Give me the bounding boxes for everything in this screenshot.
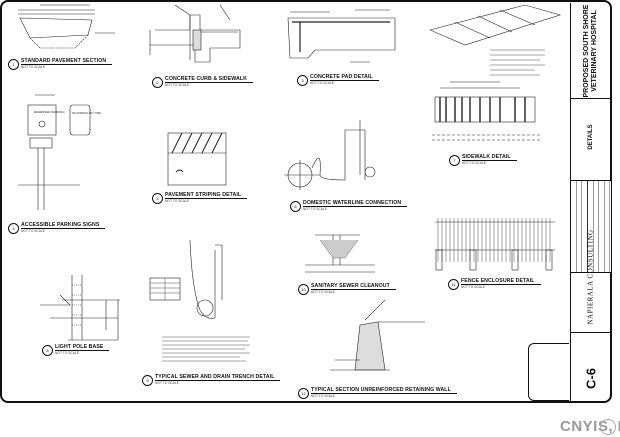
detail-title: CONCRETE CURB & SIDEWALK	[165, 76, 253, 83]
detail-scale: NOT TO SCALE	[461, 285, 486, 289]
detail-scale: NOT TO SCALE	[462, 161, 487, 165]
detail-title: SANITARY SEWER CLEANOUT	[311, 283, 396, 290]
detail-number-bubble: 2	[152, 77, 163, 88]
detail-title: LIGHT POLE BASE	[55, 344, 110, 351]
detail-title: DOMESTIC WATERLINE CONNECTION	[303, 200, 408, 207]
sewer-cleanout-drawing	[305, 234, 375, 273]
detail-scale: NOT TO SCALE	[165, 83, 190, 87]
detail-number-bubble: 5	[152, 193, 163, 204]
accessible-parking-signs-drawing: RESERVED PARKING NO PARKING ANY TIME	[18, 94, 101, 210]
light-pole-base-drawing	[40, 275, 120, 341]
revisions-table	[571, 181, 611, 273]
firm-name: NAPIERALA CONSULTING	[586, 229, 595, 325]
detail-label: 12 TYPICAL SECTION UNREINFORCED RETAININ…	[298, 387, 457, 399]
detail-number-bubble: 6	[290, 201, 301, 212]
detail-scale: NOT TO SCALE	[21, 65, 46, 69]
firm-cell: NAPIERALA CONSULTING	[571, 229, 611, 333]
detail-number-bubble: 10	[298, 284, 309, 295]
detail-title: TYPICAL SECTION UNREINFORCED RETAINING W…	[311, 387, 457, 394]
seal-box	[528, 343, 569, 401]
detail-title: SIDEWALK DETAIL	[462, 154, 517, 161]
detail-number-bubble: 8	[42, 345, 53, 356]
retaining-wall-drawing	[330, 299, 425, 371]
sheet-number: C-6	[583, 368, 599, 389]
detail-scale: NOT TO SCALE	[303, 207, 328, 211]
detail-scale: NOT TO SCALE	[311, 290, 336, 294]
detail-number-bubble: 1	[8, 59, 19, 70]
detail-title: FENCE ENCLOSURE DETAIL	[461, 278, 541, 285]
title-block: PROPOSED SOUTH SHORE VETERINARY HOSPITAL…	[570, 3, 611, 401]
sheet-number-cell: C-6	[571, 333, 611, 401]
sheet-border	[0, 0, 612, 403]
detail-number-bubble: 3	[297, 75, 308, 86]
sidewalk-detail-drawing	[432, 81, 540, 141]
detail-title: PAVEMENT STRIPING DETAIL	[165, 192, 248, 199]
curb-sidewalk-drawing	[149, 4, 241, 63]
detail-scale: NOT TO SCALE	[155, 381, 180, 385]
sewer-trench-drawing	[149, 239, 250, 362]
sheet-name: DETAILS	[588, 124, 594, 150]
detail-number-bubble: 12	[298, 388, 309, 399]
concrete-pad-drawing	[287, 9, 396, 63]
pavement-section-drawing	[18, 4, 115, 49]
sign-no-parking-text: NO PARKING ANY TIME	[72, 111, 101, 115]
detail-scale: NOT TO SCALE	[21, 229, 46, 233]
project-cell: PROPOSED SOUTH SHORE VETERINARY HOSPITAL	[571, 3, 611, 99]
detail-number-bubble: 11	[448, 279, 459, 290]
pavement-striping-drawing	[167, 132, 227, 186]
project-title: PROPOSED SOUTH SHORE VETERINARY HOSPITAL	[583, 4, 598, 98]
sheet-name-cell: DETAILS	[571, 99, 611, 181]
detail-title: STANDARD PAVEMENT SECTION	[21, 58, 113, 65]
waterline-drawing	[284, 120, 376, 190]
detail-title: ACCESSIBLE PARKING SIGNS	[21, 222, 106, 229]
sidewalk-perspective-drawing	[429, 4, 562, 76]
fence-enclosure-drawing	[435, 218, 555, 271]
detail-number-bubble: 7	[449, 155, 460, 166]
sign-reserved-text: RESERVED PARKING	[34, 110, 65, 114]
detail-scale: NOT TO SCALE	[55, 351, 80, 355]
watermark-logo	[600, 419, 616, 435]
detail-number-bubble: 9	[142, 375, 153, 386]
detail-number-bubble: 4	[8, 223, 19, 234]
detail-scale: NOT TO SCALE	[165, 199, 190, 203]
detail-scale: NOT TO SCALE	[310, 81, 335, 85]
detail-title: TYPICAL SEWER AND DRAIN TRENCH DETAIL	[155, 374, 281, 381]
detail-scale: NOT TO SCALE	[311, 394, 336, 398]
detail-title: CONCRETE PAD DETAIL	[310, 74, 379, 81]
